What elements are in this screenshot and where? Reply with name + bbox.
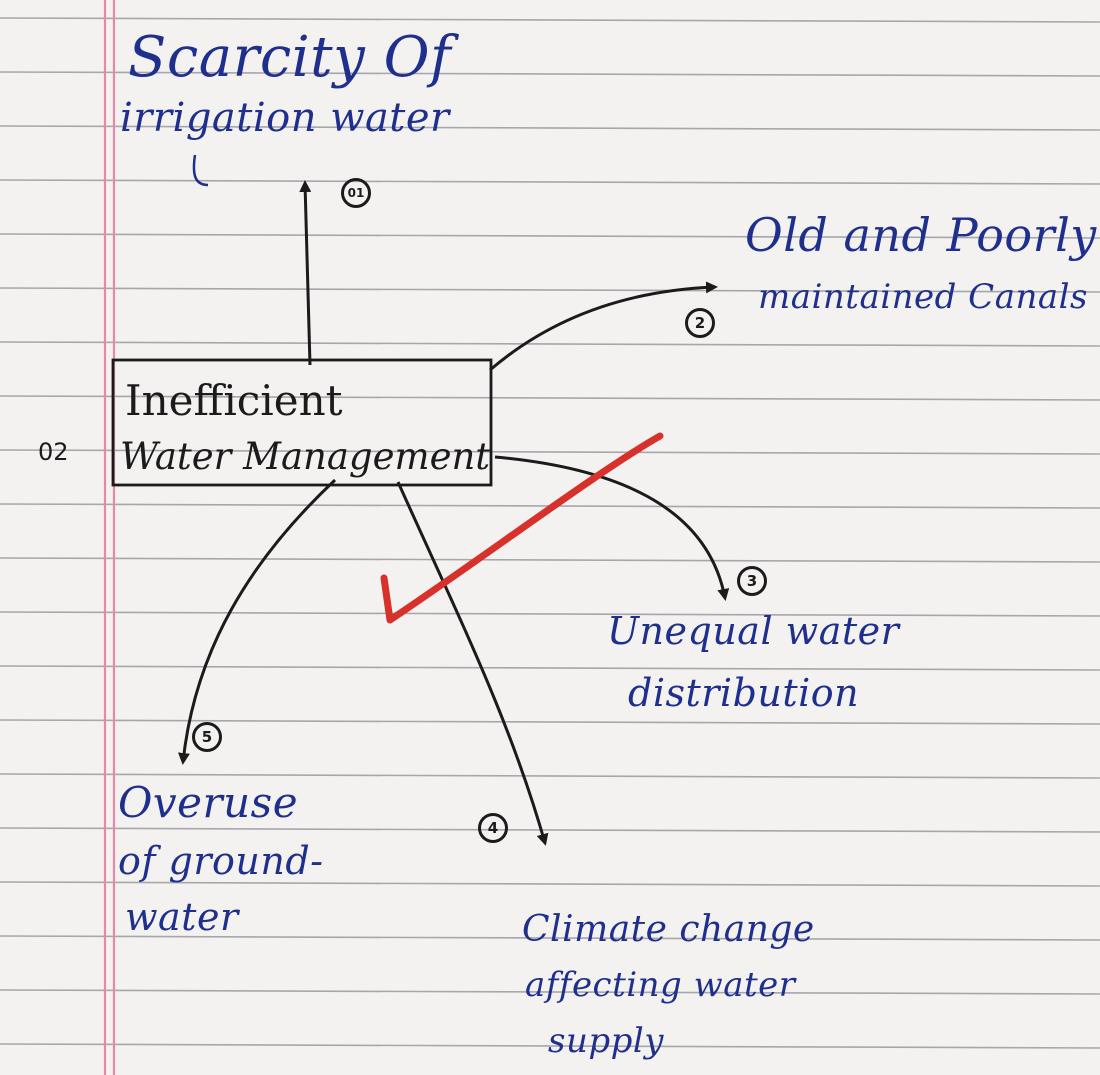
rule-line bbox=[0, 773, 1100, 779]
rule-line bbox=[0, 665, 1100, 671]
rule-line bbox=[0, 125, 1100, 131]
rule-line bbox=[0, 287, 1100, 293]
rule-line bbox=[0, 1043, 1100, 1049]
connector-3 bbox=[494, 455, 730, 601]
check-mark-icon bbox=[380, 432, 664, 624]
branch-4-line-1: Climate change bbox=[522, 909, 815, 950]
rule-line bbox=[0, 989, 1100, 995]
rule-line bbox=[0, 611, 1100, 617]
rule-line bbox=[0, 881, 1100, 887]
branch-4-line-3: supply bbox=[548, 1021, 664, 1061]
branch-5-line-3: water bbox=[125, 895, 239, 939]
center-label-line-1: Inefficient bbox=[125, 376, 343, 425]
connector-1 bbox=[299, 180, 312, 366]
branch-4-line-2: affecting water bbox=[525, 965, 796, 1005]
branch-1-marker: 01 bbox=[341, 178, 371, 208]
branch-5-marker: 5 bbox=[192, 722, 222, 752]
rule-line bbox=[0, 17, 1100, 23]
branch-5-line-1: Overuse bbox=[118, 778, 299, 827]
branch-3-line-1: Unequal water bbox=[607, 609, 900, 653]
margin-number: 02 bbox=[38, 438, 69, 466]
rule-line bbox=[0, 179, 1100, 185]
branch-4-marker: 4 bbox=[478, 813, 508, 843]
branch-5-line-2: of ground- bbox=[118, 839, 324, 883]
rule-line bbox=[0, 71, 1100, 77]
rule-line bbox=[0, 233, 1100, 239]
connector-5 bbox=[177, 478, 337, 765]
center-label-line-2: Water Management bbox=[120, 435, 491, 478]
branch-1-line-1: Scarcity Of bbox=[128, 25, 452, 90]
hook-stroke bbox=[192, 154, 209, 187]
rule-line bbox=[0, 719, 1100, 725]
branch-3-marker: 3 bbox=[737, 566, 767, 596]
branch-3-line-2: distribution bbox=[628, 671, 860, 715]
branch-1-line-2: irrigation water bbox=[120, 95, 450, 141]
branch-2-marker: 2 bbox=[685, 308, 715, 338]
rule-line bbox=[0, 557, 1100, 563]
connector-4 bbox=[396, 481, 549, 846]
rule-line bbox=[0, 935, 1100, 941]
rule-line bbox=[0, 827, 1100, 833]
rule-line bbox=[0, 449, 1100, 455]
branch-2-line-1: Old and Poorly bbox=[745, 208, 1097, 262]
rule-line bbox=[0, 341, 1100, 347]
rule-line bbox=[0, 395, 1100, 401]
connector-2 bbox=[489, 281, 718, 372]
branch-2-line-2: maintained Canals bbox=[758, 277, 1088, 317]
center-box bbox=[111, 358, 493, 487]
